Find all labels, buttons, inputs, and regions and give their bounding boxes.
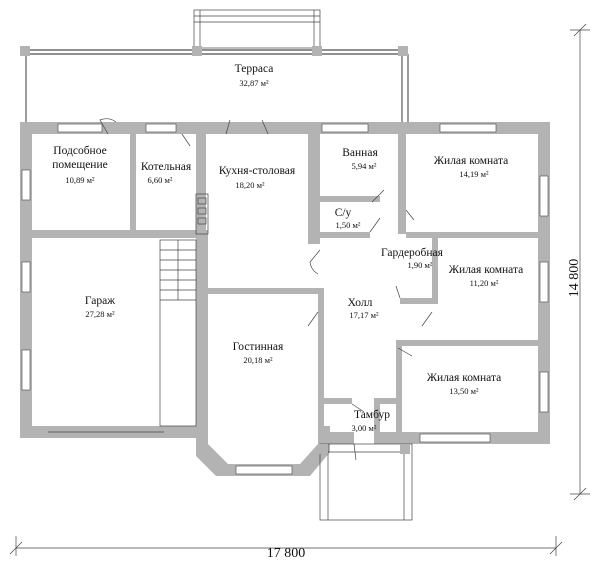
room-wardrobe-name: Гардеробная <box>381 247 444 259</box>
room-bedroom3-area: 13,50 м² <box>449 386 479 396</box>
room-living-name: Гостинная <box>233 341 284 353</box>
terrace-area <box>20 9 409 122</box>
windows <box>21 123 549 475</box>
room-kitchen-area: 18,20 м² <box>235 180 265 190</box>
room-bedroom3-name: Жилая комната <box>427 372 502 384</box>
width-dimension-label: 17 800 <box>267 546 306 561</box>
room-vestibule-name: Тамбур <box>354 409 390 421</box>
room-utility-area: 10,89 м² <box>65 175 95 185</box>
room-kitchen-name: Кухня-столовая <box>219 165 296 177</box>
height-dimension <box>570 23 590 501</box>
width-dimension <box>9 536 563 556</box>
room-living-area: 20,18 м² <box>243 355 273 365</box>
terrace-post <box>312 46 322 56</box>
room-utility-name-line2: помещение <box>52 159 107 171</box>
room-bedroom1-name: Жилая комната <box>434 155 509 167</box>
room-hall-area: 17,17 м² <box>349 310 379 320</box>
room-bedroom2-area: 11,20 м² <box>470 278 499 288</box>
height-dimension-label: 14 800 <box>567 259 582 298</box>
terrace-post <box>398 46 408 56</box>
stairs <box>159 239 197 427</box>
room-bathroom-area: 5,94 м² <box>352 161 377 171</box>
terrace-post <box>20 46 30 56</box>
room-wardrobe-area: 1,90 м² <box>408 260 433 270</box>
entrance-porch <box>318 443 413 521</box>
room-terrace-area: 32,87 м² <box>239 78 269 88</box>
room-bedroom2-name: Жилая комната <box>449 264 524 276</box>
room-wc-area: 1,50 м² <box>336 220 361 230</box>
room-garage-name: Гараж <box>85 295 115 307</box>
room-garage-area: 27,28 м² <box>85 309 115 319</box>
room-vestibule-area: 3,00 м² <box>352 423 377 433</box>
doors <box>48 118 433 461</box>
room-terrace-name: Терраса <box>235 63 274 75</box>
room-utility-name-line1: Подсобное <box>53 145 106 157</box>
room-bedroom1-area: 14,19 м² <box>459 169 489 179</box>
room-hall-name: Холл <box>348 297 373 309</box>
terrace-post <box>192 46 202 56</box>
room-wc-name: С/у <box>335 207 352 219</box>
room-boiler-name: Котельная <box>141 161 192 173</box>
room-boiler-area: 6,60 м² <box>148 175 173 185</box>
interior-walls <box>20 134 538 444</box>
stove-icon <box>195 193 209 235</box>
room-bathroom-name: Ванная <box>342 147 378 159</box>
